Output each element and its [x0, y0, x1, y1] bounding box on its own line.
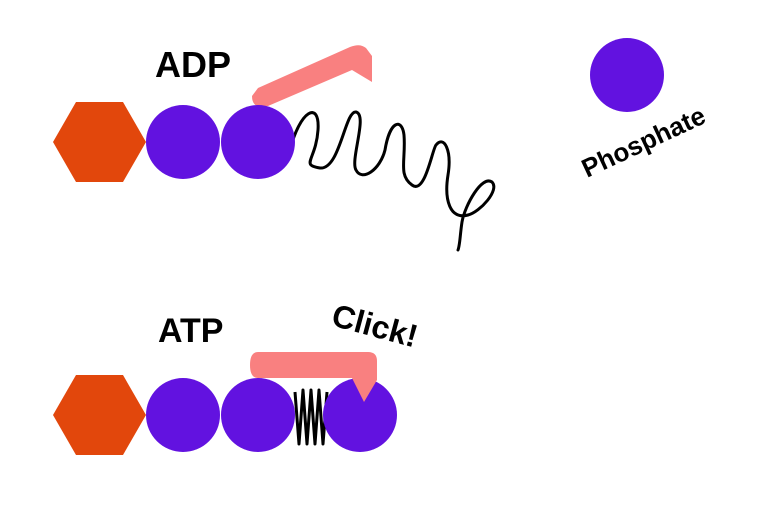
atp-lever	[250, 352, 377, 402]
atp-adenine-hexagon	[53, 375, 146, 455]
adp-label: ADP	[155, 44, 231, 85]
atp-spring-compressed	[293, 388, 329, 446]
adp-lever	[252, 45, 372, 107]
atp-phosphate-3	[323, 378, 397, 452]
free-phosphate: Phosphate	[577, 38, 710, 183]
adp-phosphate-2	[221, 105, 295, 179]
adp-spring-relaxed	[288, 110, 496, 252]
adp-adenine-hexagon	[53, 102, 146, 182]
click-annotation: Click!	[328, 297, 421, 354]
atp-phosphate-1	[146, 378, 220, 452]
phosphate-label: Phosphate	[577, 100, 710, 183]
adp-molecule: ADP	[53, 44, 496, 252]
atp-molecule: ATP Click!	[53, 297, 422, 455]
phosphate-circle	[590, 38, 664, 112]
adp-ribose-phosphate-1	[146, 105, 220, 179]
atp-phosphate-2	[221, 378, 295, 452]
atp-label: ATP	[158, 312, 223, 350]
